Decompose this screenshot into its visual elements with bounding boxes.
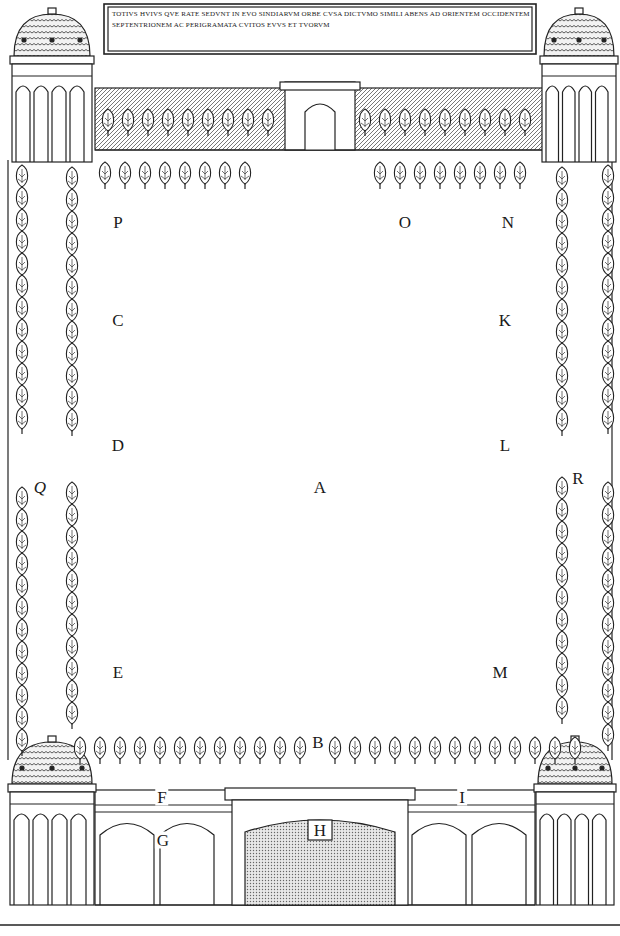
tree [122, 109, 133, 136]
tree [459, 109, 470, 136]
tree [94, 737, 105, 764]
tree [142, 109, 153, 136]
tree [602, 407, 613, 434]
tree [519, 109, 530, 136]
tree [66, 702, 77, 729]
tree [359, 109, 370, 136]
plan-letter: N [500, 214, 516, 231]
tree [199, 162, 210, 189]
tree [374, 162, 385, 189]
tree [409, 737, 420, 764]
plan-letter: A [312, 479, 328, 496]
garden-frame [0, 4, 620, 925]
plan-letter: M [490, 664, 509, 681]
domed-pavilion [8, 736, 96, 905]
domed-pavilion [534, 736, 616, 905]
tree [489, 737, 500, 764]
tree [139, 162, 150, 189]
tree [509, 737, 520, 764]
plan-letter: K [497, 312, 513, 329]
domed-pavilion [540, 8, 618, 162]
tree [449, 737, 460, 764]
plan-letter: G [155, 832, 171, 849]
tree [602, 724, 613, 751]
tree [239, 162, 250, 189]
plan-letter: R [570, 470, 585, 487]
tree [159, 162, 170, 189]
tree [102, 109, 113, 136]
tree [214, 737, 225, 764]
tree [394, 162, 405, 189]
tree [529, 737, 540, 764]
tree [16, 407, 27, 434]
corner-pavilions [8, 8, 618, 905]
tree [119, 162, 130, 189]
tree [369, 737, 380, 764]
title-cartouche-text: TOTIVS HVIVS QVE RATE SEDVNT IN EVO SIND… [112, 9, 530, 30]
tree [329, 737, 340, 764]
tree [439, 109, 450, 136]
tree [262, 109, 273, 136]
tree [494, 162, 505, 189]
tree [162, 109, 173, 136]
plan-letter: I [457, 789, 467, 806]
tree [174, 737, 185, 764]
tree [219, 162, 230, 189]
tree [514, 162, 525, 189]
tree [479, 109, 490, 136]
plan-letter: F [155, 789, 168, 806]
tree [379, 109, 390, 136]
tree [114, 737, 125, 764]
tree [99, 162, 110, 189]
tree [234, 737, 245, 764]
tree [556, 409, 567, 436]
plan-letter: C [110, 312, 125, 329]
tree [474, 162, 485, 189]
tree [549, 737, 560, 764]
plan-letter: Q [32, 479, 48, 496]
plan-letter: E [111, 664, 125, 681]
tree [74, 737, 85, 764]
tree [429, 737, 440, 764]
tree [134, 737, 145, 764]
tree [274, 737, 285, 764]
tree [242, 109, 253, 136]
tree [349, 737, 360, 764]
plan-letter: L [498, 437, 512, 454]
tree [154, 737, 165, 764]
tree-rows [16, 109, 613, 764]
plan-letter: B [310, 734, 325, 751]
plan-letter: P [111, 214, 124, 231]
domed-pavilion [10, 8, 94, 162]
tree [556, 697, 567, 724]
tree [499, 109, 510, 136]
tree [399, 109, 410, 136]
tree [454, 162, 465, 189]
tree [419, 109, 430, 136]
tree [179, 162, 190, 189]
tree [222, 109, 233, 136]
tree [434, 162, 445, 189]
tree [569, 737, 580, 764]
tree [254, 737, 265, 764]
tree [294, 737, 305, 764]
tree [414, 162, 425, 189]
plan-letter: O [397, 214, 413, 231]
tree [469, 737, 480, 764]
plan-letter: D [110, 437, 126, 454]
tree [194, 737, 205, 764]
tree [202, 109, 213, 136]
tree [66, 409, 77, 436]
plan-letter: H [312, 822, 328, 839]
tree [16, 729, 27, 756]
tree [182, 109, 193, 136]
tree [389, 737, 400, 764]
